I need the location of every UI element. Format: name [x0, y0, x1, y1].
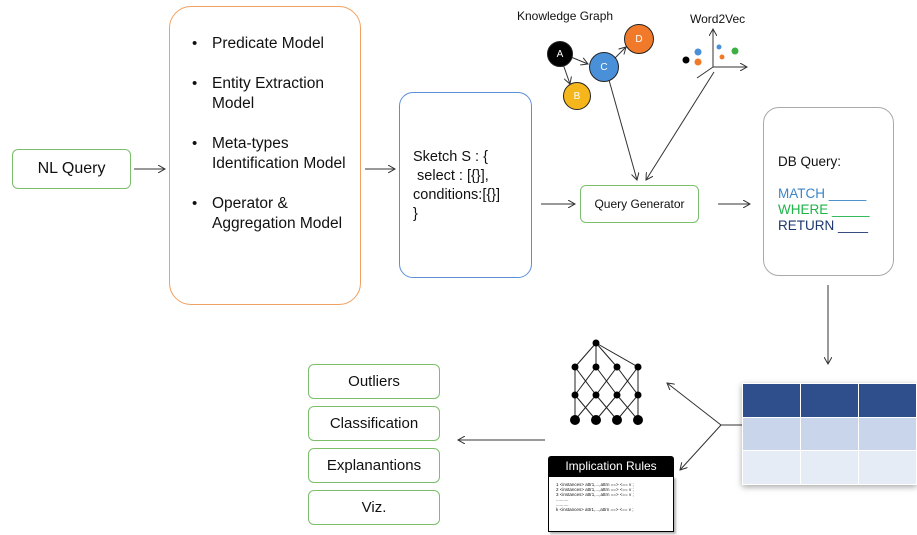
db-query-clause: WHERE _____	[778, 202, 870, 217]
arrow-w2v-to-generator	[646, 71, 715, 180]
rule-line: ..........	[556, 502, 569, 507]
w2v-point	[694, 58, 702, 66]
kg-node-c: C	[589, 52, 619, 82]
table-header-row	[742, 383, 917, 418]
db-query-clause: MATCH _____	[778, 186, 867, 201]
output-label: Outliers	[348, 373, 400, 390]
output-label: Viz.	[361, 499, 387, 516]
implication-rules-body: 1 <instances> attr1,...,attrn ==> <== v …	[548, 476, 674, 532]
nl-query-box: NL Query	[12, 149, 131, 189]
rule-line: k <instances> attr1,...,attrn ==> <== v …	[556, 507, 634, 512]
kg-node-d: D	[624, 24, 654, 54]
query-generator-box: Query Generator	[580, 185, 699, 223]
kg-node-a: A	[547, 41, 573, 67]
sketch-line: conditions:[{}]	[413, 187, 501, 203]
w2v-point	[682, 56, 690, 64]
kg-edge-a-b	[562, 63, 570, 84]
w2v-axis-z	[696, 66, 714, 79]
nl-query-label: NL Query	[37, 160, 106, 177]
output-label: Explanantions	[326, 457, 422, 474]
w2v-point	[719, 54, 725, 60]
w2v-point	[731, 47, 739, 55]
model-item: Entity Extraction Model	[192, 74, 350, 114]
w2v-point	[694, 48, 702, 56]
output-label: Classification	[329, 415, 419, 432]
arrow-up-to-lattice	[667, 383, 722, 426]
db-query-title: DB Query:	[778, 154, 842, 169]
w2v-point	[716, 44, 722, 50]
kg-node-label: D	[635, 33, 643, 45]
models-list: Predicate Model Entity Extraction Model …	[170, 7, 360, 234]
word2vec-title: Word2Vec	[690, 12, 746, 26]
rule-line: ..........	[556, 497, 569, 502]
models-panel: Predicate Model Entity Extraction Model …	[169, 6, 361, 305]
arrow-kg-to-generator	[608, 79, 637, 180]
implication-rules-title: Implication Rules	[548, 456, 674, 476]
output-explanations: Explanantions	[308, 448, 440, 483]
db-query-clause: RETURN ____	[778, 218, 869, 233]
rule-line: 1 <instances> attr1,...,attrn ==> <== v …	[556, 482, 634, 487]
knowledge-graph-title: Knowledge Graph	[517, 9, 614, 23]
kg-node-label: C	[600, 61, 608, 73]
output-outliers: Outliers	[308, 364, 440, 399]
model-item: Operator & Aggregation Model	[192, 194, 350, 234]
table-row	[742, 450, 917, 485]
sketch-line: select : [{}],	[413, 168, 489, 184]
model-item: Predicate Model	[192, 34, 350, 54]
output-viz: Viz.	[308, 490, 440, 525]
lattice-diagram	[574, 342, 639, 421]
kg-node-b: B	[563, 82, 591, 110]
sketch-line: }	[413, 206, 418, 222]
db-query-box: DB Query: MATCH _____ WHERE _____ RETURN…	[763, 107, 894, 276]
table-row	[742, 416, 917, 452]
kg-node-label: A	[556, 48, 564, 60]
results-table	[742, 383, 917, 485]
rule-line: 2 <instances> attr1,...,attrn ==> <== v …	[556, 487, 634, 492]
model-item: Meta-types Identification Model	[192, 134, 350, 174]
rule-line: 3 <instances> attr1,...,attrn ==> <== v …	[556, 492, 634, 497]
kg-node-label: B	[573, 90, 581, 102]
w2v-points	[682, 44, 739, 66]
sketch-box: Sketch S : { select : [{}], conditions:[…	[399, 92, 532, 278]
lattice-nodes	[570, 339, 643, 425]
arrow-down-to-rules	[680, 424, 722, 470]
query-generator-label: Query Generator	[594, 197, 685, 211]
output-classification: Classification	[308, 406, 440, 441]
sketch-line: Sketch S : {	[413, 149, 488, 165]
